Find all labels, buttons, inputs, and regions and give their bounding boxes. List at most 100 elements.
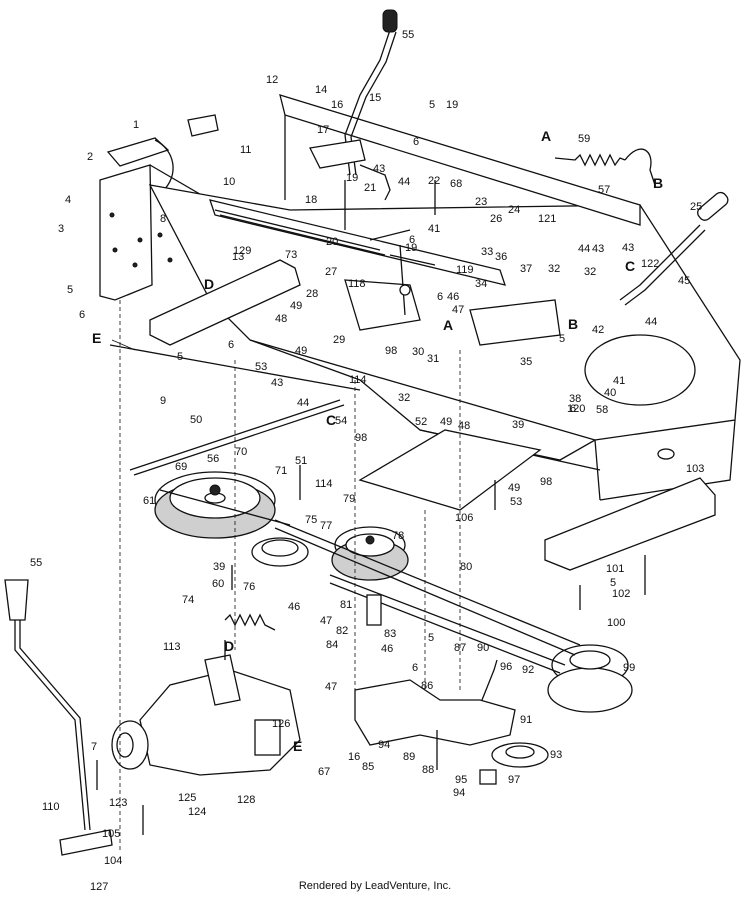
- callout-55: 55: [402, 29, 414, 41]
- callout-6: 6: [79, 309, 85, 321]
- callout-6b: 6: [409, 234, 415, 246]
- callout-98: 98: [385, 345, 397, 357]
- connector-c2: C: [326, 412, 336, 428]
- connector-a2: A: [443, 317, 453, 333]
- callout-51: 51: [295, 455, 307, 467]
- callout-25: 25: [690, 201, 702, 213]
- pulley-70: [154, 471, 276, 539]
- callout-39: 39: [512, 419, 524, 431]
- pulley-75: [251, 537, 309, 567]
- callout-85: 85: [362, 761, 374, 773]
- callout-1: 1: [133, 119, 139, 131]
- callout-37: 37: [520, 263, 532, 275]
- callout-68: 68: [450, 178, 462, 190]
- callout-91: 91: [520, 714, 532, 726]
- connector-c: C: [625, 258, 635, 274]
- callout-74: 74: [182, 594, 194, 606]
- callout-49b: 49: [295, 345, 307, 357]
- callout-124: 124: [188, 806, 206, 818]
- callout-57: 57: [598, 184, 610, 196]
- callout-43: 43: [373, 163, 385, 175]
- callout-54: 54: [335, 415, 347, 427]
- callout-123: 123: [109, 797, 127, 809]
- callout-114b: 114: [315, 478, 333, 490]
- callout-81: 81: [340, 599, 352, 611]
- linkage-17: [309, 139, 411, 241]
- callout-22: 22: [428, 175, 440, 187]
- callout-21: 21: [364, 182, 376, 194]
- callout-49: 49: [290, 300, 302, 312]
- callout-43c: 43: [271, 377, 283, 389]
- callout-46: 46: [447, 291, 459, 303]
- callout-88: 88: [422, 764, 434, 776]
- callout-97: 97: [508, 774, 520, 786]
- callout-5c: 5: [177, 351, 183, 363]
- callout-106: 106: [455, 512, 473, 524]
- callout-40: 40: [604, 387, 616, 399]
- callout-23: 23: [475, 196, 487, 208]
- callout-7: 7: [91, 741, 97, 753]
- bracket-1: [106, 114, 219, 193]
- callout-95: 95: [455, 774, 467, 786]
- callout-26: 26: [490, 213, 502, 225]
- callout-120: 120: [567, 403, 585, 415]
- callout-3: 3: [58, 223, 64, 235]
- callout-58: 58: [596, 404, 608, 416]
- callout-53b: 53: [510, 496, 522, 508]
- callout-44: 44: [398, 176, 410, 188]
- callout-39b: 39: [213, 561, 225, 573]
- connector-d2: D: [224, 638, 234, 654]
- callout-5: 5: [67, 284, 73, 296]
- callout-104: 104: [104, 855, 122, 867]
- callout-101: 101: [606, 563, 624, 575]
- callout-103: 103: [686, 463, 704, 475]
- callout-122: 122: [641, 258, 659, 270]
- callout-30: 30: [412, 346, 424, 358]
- callout-92: 92: [522, 664, 534, 676]
- callout-47: 47: [452, 304, 464, 316]
- callout-45: 45: [678, 275, 690, 287]
- connector-b: B: [653, 175, 663, 191]
- callout-5b: 5: [610, 577, 616, 589]
- callout-33: 33: [481, 246, 493, 258]
- callout-32: 32: [548, 263, 560, 275]
- callout-113: 113: [163, 641, 181, 653]
- callout-43b: 43: [592, 243, 604, 255]
- callout-55b: 55: [30, 557, 42, 569]
- callout-59: 59: [578, 133, 590, 145]
- shaft-50: [129, 399, 341, 471]
- callout-36: 36: [495, 251, 507, 263]
- callout-34: 34: [475, 278, 487, 290]
- callout-83: 83: [384, 628, 396, 640]
- callout-5d: 5: [429, 99, 435, 111]
- connector-e: E: [92, 330, 101, 346]
- callout-93: 93: [550, 749, 562, 761]
- pulley-93: [491, 742, 549, 768]
- callout-79: 79: [343, 493, 355, 505]
- connector-d: D: [204, 276, 214, 292]
- connector-letters: A A B B C C D D E E: [92, 128, 663, 754]
- callout-6d: 6: [413, 136, 419, 148]
- pulley-79: [331, 526, 409, 581]
- callout-100: 100: [607, 617, 625, 629]
- callout-38: 38: [569, 393, 581, 405]
- callout-6g: 6: [437, 291, 443, 303]
- callout-24: 24: [508, 204, 520, 216]
- callout-14: 14: [315, 84, 327, 96]
- callout-99: 99: [623, 662, 635, 674]
- callout-16b: 16: [348, 751, 360, 763]
- callout-11: 11: [240, 144, 251, 156]
- callout-6e: 6: [570, 403, 576, 415]
- footer-credit: Rendered by LeadVenture, Inc.: [298, 880, 452, 892]
- rod-13: [214, 209, 381, 251]
- connector-b2: B: [568, 316, 578, 332]
- callout-69: 69: [175, 461, 187, 473]
- callout-56: 56: [207, 453, 219, 465]
- callout-89: 89: [403, 751, 415, 763]
- callout-44b: 44: [578, 243, 590, 255]
- connector-a: A: [541, 128, 551, 144]
- callout-94b: 94: [453, 787, 465, 799]
- callout-126: 126: [272, 718, 290, 730]
- callout-53: 53: [255, 361, 267, 373]
- callout-41b: 41: [613, 375, 625, 387]
